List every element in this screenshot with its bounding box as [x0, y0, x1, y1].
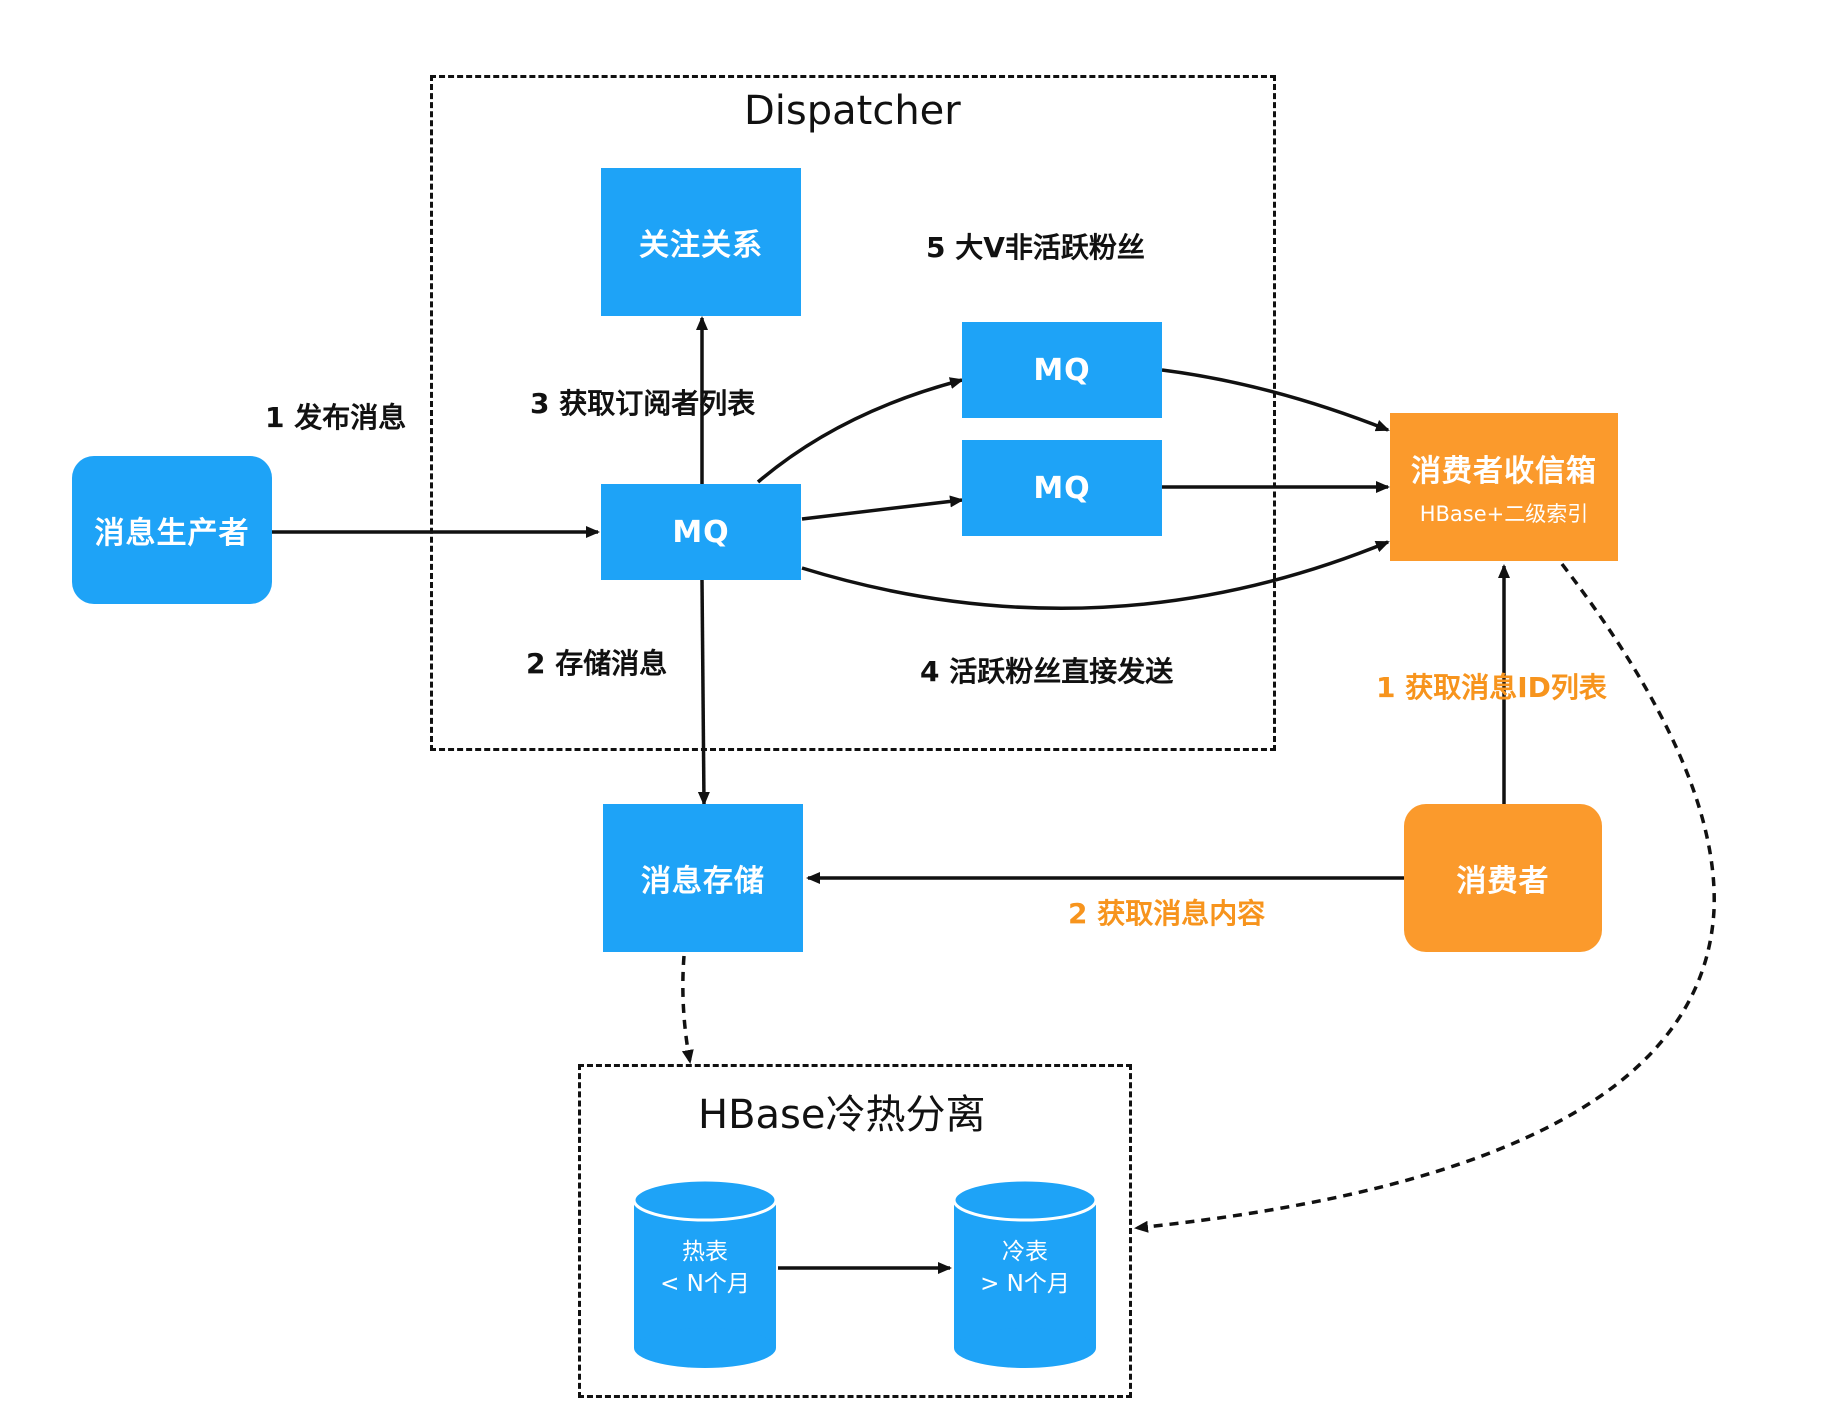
dispatcher-container [430, 75, 1276, 751]
cold-table-cylinder [952, 1178, 1098, 1368]
step-get-id-list-label: 1 获取消息ID列表 [1376, 671, 1607, 704]
arrow-mq-to-inbox-direct [801, 540, 1390, 611]
producer-label: 消息生产者 [94, 516, 250, 551]
arrow-mq-to-mq-mid [801, 495, 964, 521]
inbox-node: 消费者收信箱 HBase+二级索引 [1390, 413, 1618, 561]
arrow-storage-to-hbase [681, 955, 694, 1064]
follow-relation-label: 关注关系 [639, 228, 763, 263]
storage-label: 消息存储 [641, 864, 765, 899]
arrow-mq-to-storage [697, 579, 710, 806]
step-subscribers-label: 3 获取订阅者列表 [530, 387, 756, 420]
step-publish-label: 1 发布消息 [265, 401, 407, 434]
mq-top-node: MQ [962, 322, 1162, 418]
step-store-label: 2 存储消息 [526, 647, 668, 680]
hot-table-name: 热表 [682, 1239, 728, 1265]
arrow-mq-top-to-inbox [1161, 368, 1390, 432]
cold-table-range: > N个月 [980, 1271, 1070, 1297]
step-bigv-inactive-label: 5 大V非活跃粉丝 [926, 231, 1145, 264]
mq-main-node: MQ [601, 484, 801, 580]
hbase-container [578, 1064, 1132, 1398]
inbox-subtitle: HBase+二级索引 [1419, 502, 1589, 526]
hot-table-range: < N个月 [660, 1271, 750, 1297]
inbox-title: 消费者收信箱 [1411, 454, 1597, 489]
hbase-title: HBase冷热分离 [698, 1092, 986, 1138]
dispatcher-title: Dispatcher [744, 88, 961, 134]
follow-relation-node: 关注关系 [601, 168, 801, 316]
step-get-content-label: 2 获取消息内容 [1068, 897, 1266, 930]
mq-main-label: MQ [672, 514, 730, 550]
consumer-label: 消费者 [1456, 864, 1550, 899]
hot-table-cylinder [632, 1178, 778, 1368]
consumer-node: 消费者 [1404, 804, 1602, 952]
producer-node: 消息生产者 [72, 456, 272, 604]
cold-table-text: 冷表 > N个月 [954, 1236, 1096, 1300]
mq-mid-label: MQ [1033, 470, 1091, 506]
hot-table-text: 热表 < N个月 [634, 1236, 776, 1300]
arrow-mq-to-mq-top [756, 377, 964, 484]
cold-table-name: 冷表 [1002, 1239, 1048, 1265]
mq-mid-node: MQ [962, 440, 1162, 536]
arrow-inbox-to-hbase [1134, 562, 1716, 1233]
step-active-direct-label: 4 活跃粉丝直接发送 [920, 655, 1174, 688]
mq-top-label: MQ [1033, 352, 1091, 388]
storage-node: 消息存储 [603, 804, 803, 952]
